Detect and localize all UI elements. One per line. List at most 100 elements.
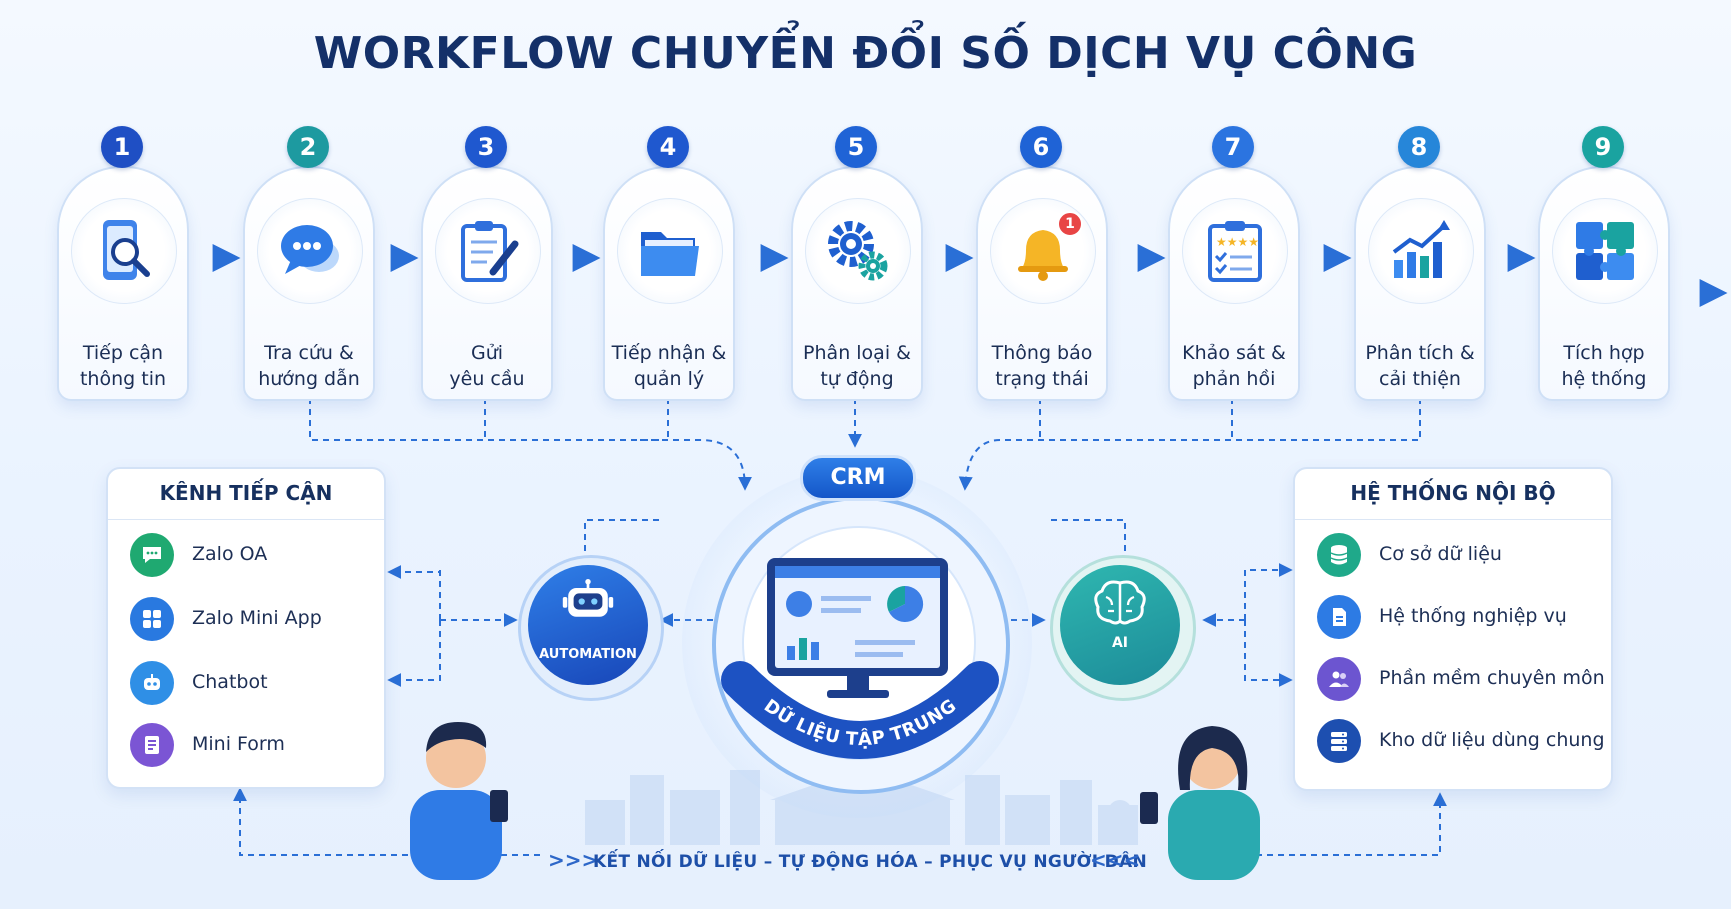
puzzle-icon (1552, 198, 1658, 304)
step-label-line2: cải thiện (1379, 368, 1461, 390)
panel-divider (108, 519, 384, 520)
step-number-9: 9 (1582, 126, 1624, 168)
channel-item-mini-form[interactable]: Mini Form (130, 721, 390, 769)
person-left-hair (426, 722, 487, 752)
internal-systems-panel-title: HỆ THỐNG NỘI BỘ (1350, 481, 1556, 505)
connector-channel-bottom (387, 620, 441, 687)
channel-item-zalo-mini-app[interactable]: Zalo Mini App (130, 595, 390, 643)
mini-bar (787, 646, 795, 660)
folder-icon (617, 198, 723, 304)
channels-panel: KÊNH TIẾP CẬN Zalo OA Zalo Mini App Chat… (106, 467, 386, 789)
crm-label: CRM (800, 455, 916, 501)
building-8 (1098, 805, 1138, 845)
automation-label: AUTOMATION (539, 647, 637, 662)
channel-item-label: Zalo OA (192, 543, 268, 565)
step-label-line2: hướng dẫn (258, 368, 360, 390)
system-item-business[interactable]: Hệ thống nghiệp vụ (1317, 593, 1607, 641)
channel-item-chatbot[interactable]: Chatbot (130, 659, 390, 707)
step-label-line1: Phân loại & (803, 342, 911, 364)
robot-icon (562, 579, 614, 617)
avatar-icon (786, 591, 812, 617)
step-label-line2: trạng thái (995, 368, 1089, 390)
step-2: 2 Tra cứu & hướng dẫn (243, 126, 375, 401)
ribbon-band (721, 661, 999, 759)
channel-item-zalo-oa[interactable]: Zalo OA (130, 531, 390, 579)
survey-clipboard-icon: ★★★★ (1182, 198, 1288, 304)
step-7: 7 ★★★★ Khảo sát &phản hồi (1168, 126, 1300, 401)
system-item-database[interactable]: Cơ sở dữ liệu (1317, 531, 1607, 579)
person-left-head (426, 728, 486, 788)
system-item-label: Hệ thống nghiệp vụ (1379, 605, 1567, 627)
crm-monitor (765, 556, 950, 704)
step-number-3: 3 (465, 126, 507, 168)
step-label-line1: Tra cứu & (264, 342, 354, 364)
person-left-illustration (410, 722, 508, 880)
automation-core[interactable]: AUTOMATION (528, 565, 648, 685)
monitor-stand (847, 676, 869, 692)
step-card: Tiếp nhận &quản lý (603, 166, 735, 401)
step-card: Phân tích &cải thiện (1354, 166, 1486, 401)
step-number-2: 2 (287, 126, 329, 168)
page-title: WORKFLOW CHUYỂN ĐỔI SỐ DỊCH VỤ CÔNG (313, 28, 1418, 79)
step-number-8: 8 (1398, 126, 1440, 168)
chevron-right-icon: >>> (548, 848, 599, 872)
step-card: 1 Thông báo trạng thái (976, 166, 1108, 401)
screen-text-line (855, 640, 915, 645)
phone-search-icon (71, 198, 177, 304)
tree-1 (588, 800, 612, 824)
building-5 (965, 775, 1000, 845)
step-label-line1: Thông báo (991, 342, 1093, 364)
screen-text-line (821, 596, 871, 601)
connector-system-top (1244, 563, 1293, 620)
person-left-body (410, 790, 502, 880)
monitor-base (827, 690, 889, 698)
app-grid-icon (130, 597, 174, 641)
pie-slice (887, 586, 905, 612)
system-item-software[interactable]: Phần mềm chuyên môn (1317, 655, 1607, 703)
form-icon (130, 723, 174, 767)
internal-systems-panel: HỆ THỐNG NỘI BỘ Cơ sở dữ liệu Hệ thống n… (1293, 467, 1613, 791)
ai-label: AI (1111, 635, 1129, 651)
step-label-line1: Gửi (470, 342, 504, 364)
pie-chart-icon (889, 585, 924, 622)
step-6: 6 1 Thông báo trạng thái (976, 126, 1108, 401)
connector-footer-right (1190, 792, 1447, 856)
central-data-ribbon: DỮ LIỆU TẬP TRUNG (721, 661, 999, 759)
connector-system-bottom (1244, 620, 1293, 687)
screen-topbar (775, 566, 940, 578)
ai-core[interactable]: AI (1060, 565, 1180, 685)
system-item-shared-data[interactable]: Kho dữ liệu dùng chung (1317, 717, 1607, 765)
server-icon (1317, 719, 1361, 763)
step-number-4: 4 (647, 126, 689, 168)
notification-badge: 1 (1057, 211, 1083, 237)
connector-channel-top (390, 570, 441, 620)
step-number-5: 5 (835, 126, 877, 168)
clipboard-pen-icon (435, 198, 541, 304)
channels-panel-title: KÊNH TIẾP CẬN (159, 481, 333, 505)
channel-item-label: Mini Form (192, 733, 285, 755)
building-7 (1060, 780, 1092, 845)
system-item-label: Cơ sở dữ liệu (1379, 543, 1502, 565)
step-card: ★★★★ Khảo sát &phản hồi (1168, 166, 1300, 401)
step-label-line1: Tiếp nhận & (611, 342, 727, 364)
step-label-line1: Tích hợp (1563, 342, 1645, 364)
step-label-line2: phản hồi (1192, 368, 1276, 390)
connector-footer-left (233, 787, 540, 856)
person-right-hair (1178, 726, 1248, 790)
step-card: Phân loại &tự động (791, 166, 923, 401)
building-2 (630, 775, 664, 845)
system-item-label: Kho dữ liệu dùng chung (1379, 729, 1605, 751)
step-label-line1: Tiếp cận (82, 342, 164, 364)
building-3 (670, 790, 720, 845)
panel-divider (1295, 519, 1611, 520)
bell-icon: 1 (990, 198, 1096, 304)
step-4: 4 Tiếp nhận &quản lý (603, 126, 735, 401)
step-number-6: 6 (1020, 126, 1062, 168)
mini-bar (799, 638, 807, 660)
svg-text:★★★★: ★★★★ (1216, 235, 1259, 249)
step-8: 8 Phân tích &cải thiện (1354, 126, 1486, 401)
